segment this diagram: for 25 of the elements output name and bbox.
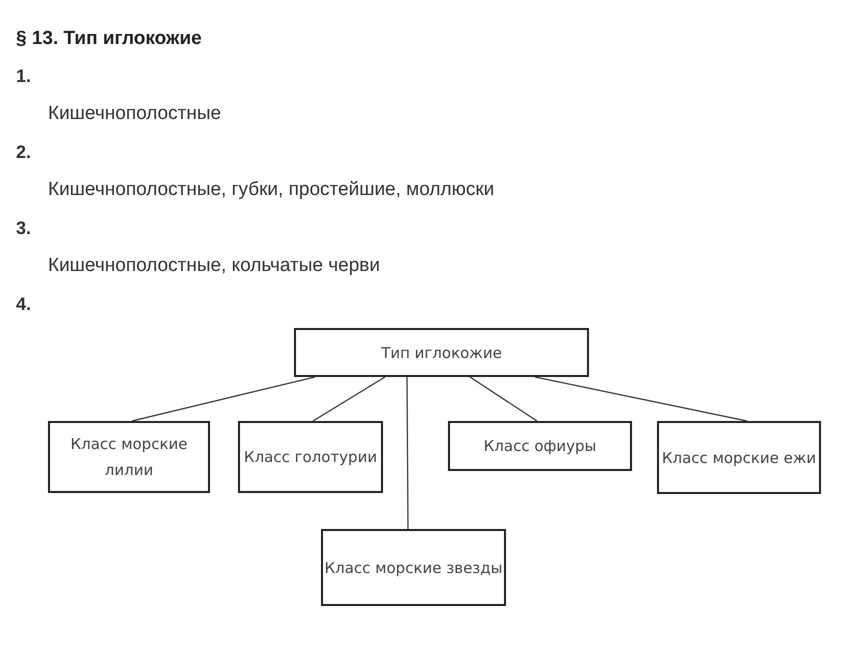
connector-line: [132, 376, 316, 422]
connector-line: [406, 377, 409, 529]
answer-text: Кишечнополостные, кольчатые черви: [48, 255, 380, 277]
answer-text: Кишечнополостные: [48, 103, 222, 125]
answer-text: Кишечнополостные, губки, простейшие, моллюски: [48, 179, 494, 201]
question-number: 1.: [16, 66, 32, 87]
class-box: [448, 421, 632, 471]
class-box: [48, 421, 210, 493]
box-label: Класс морские ежи: [662, 448, 816, 468]
box-label: Класс голотурии: [244, 447, 378, 468]
question-number: 3.: [16, 218, 32, 239]
box-label: Тип иглокожие: [381, 342, 502, 364]
question-number: 4.: [16, 294, 32, 315]
class-box: [294, 328, 589, 377]
class-box: [238, 421, 383, 493]
box-label: Класс офиуры: [484, 436, 596, 457]
connector-line: [312, 376, 386, 422]
class-box: [321, 529, 506, 606]
connector-line: [470, 376, 538, 422]
question-number: 2.: [16, 142, 32, 163]
connector-line: [534, 376, 748, 422]
class-box: [657, 421, 821, 494]
title: § 13. Тип иглокожие: [16, 28, 202, 50]
box-label: Класс морские лилии: [70, 434, 188, 481]
box-label: Класс морские звезды: [324, 558, 502, 578]
